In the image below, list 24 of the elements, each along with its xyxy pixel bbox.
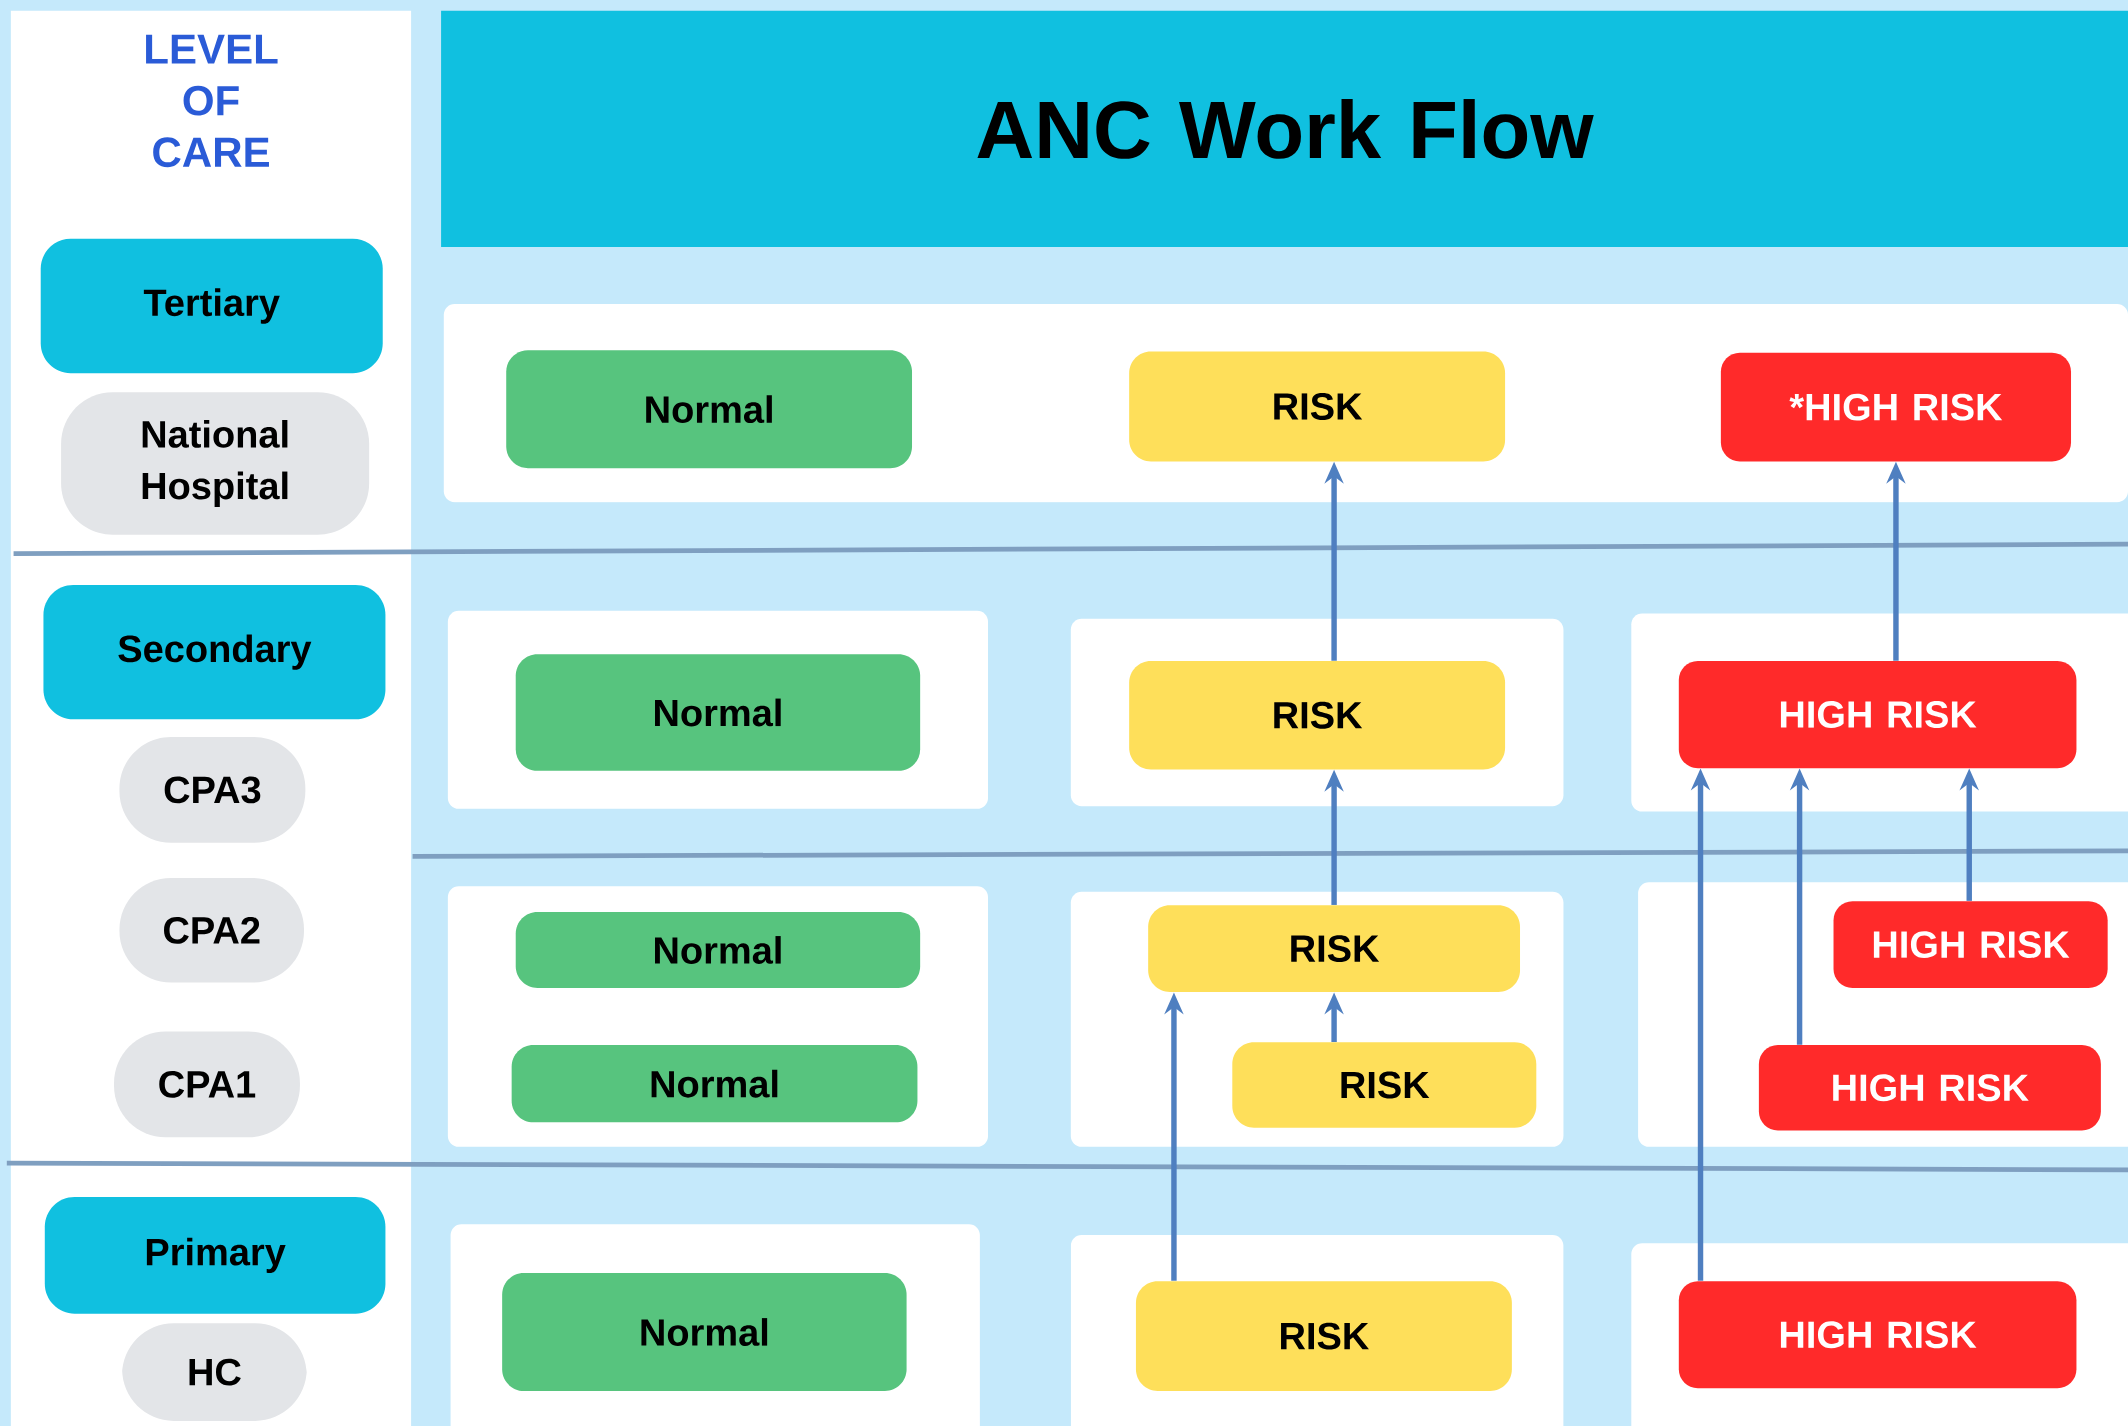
level-box: Tertiary <box>40 238 383 374</box>
high-risk-box: HIGH RISK <box>1833 900 2108 988</box>
risk-box: RISK <box>1135 1280 1512 1391</box>
high-risk-box: HIGH RISK <box>1758 1044 2101 1131</box>
sublevel-pill: HC <box>122 1323 307 1421</box>
risk-box: RISK <box>1232 1042 1537 1128</box>
normal-box: Normal <box>515 653 921 771</box>
sublevel-pill: CPA3 <box>119 736 306 843</box>
high-risk-box: *HIGH RISK <box>1720 352 2071 462</box>
normal-box: Normal <box>506 349 912 469</box>
sublevel-pill: CPA1 <box>114 1031 300 1138</box>
level-box: Secondary <box>43 584 386 720</box>
normal-box: Normal <box>502 1272 907 1391</box>
sublevel-pill: CPA2 <box>119 877 304 983</box>
risk-box: RISK <box>1148 905 1520 992</box>
risk-box: RISK <box>1129 351 1506 462</box>
high-risk-box: HIGH RISK <box>1678 1280 2077 1389</box>
risk-box: RISK <box>1129 660 1506 770</box>
sublevel-pill: National Hospital <box>61 392 370 535</box>
title-banner: ANC Work Flow <box>441 10 2128 247</box>
high-risk-box: HIGH RISK <box>1678 660 2077 768</box>
level-box: Primary <box>44 1196 386 1314</box>
normal-box: Normal <box>511 1044 918 1123</box>
normal-box: Normal <box>515 911 921 988</box>
